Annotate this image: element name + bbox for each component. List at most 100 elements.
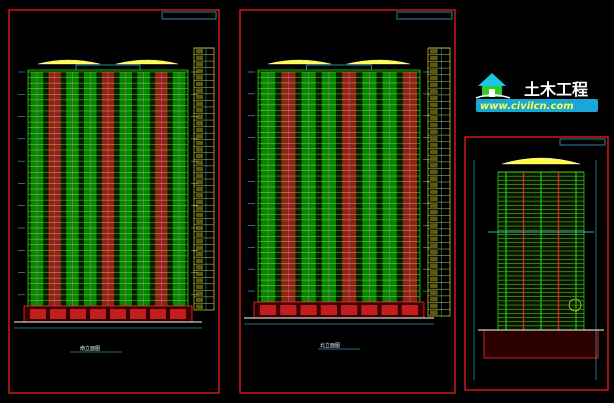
side-window: [196, 121, 203, 126]
sheet-2-caption: 北立面图: [320, 342, 340, 349]
sheet-1-caption: 南立面图: [80, 345, 100, 352]
side-window: [196, 114, 203, 120]
side-window: [430, 95, 438, 101]
side-window: [430, 122, 438, 128]
podium-opening: [341, 305, 358, 315]
podium-base: [23, 305, 193, 323]
podium-opening: [90, 309, 106, 319]
side-window: [430, 203, 438, 208]
side-window: [430, 149, 438, 155]
side-window: [430, 49, 438, 54]
podium-opening: [30, 309, 46, 319]
side-window: [196, 68, 203, 74]
side-window: [430, 142, 438, 148]
side-window: [430, 116, 438, 121]
side-window: [430, 189, 438, 195]
section-detail-marker: [568, 298, 582, 312]
side-window: [430, 283, 438, 289]
sheet-3-section-drawing: [473, 157, 604, 380]
side-window: [430, 223, 438, 228]
side-window: [196, 147, 203, 152]
side-window: [430, 263, 438, 269]
side-window: [196, 55, 203, 61]
side-window: [430, 270, 438, 275]
side-window: [430, 296, 438, 302]
sheet-3-frame: [464, 136, 609, 391]
side-window: [430, 162, 438, 168]
side-window: [196, 245, 203, 251]
house-icon: [475, 73, 511, 99]
side-window: [196, 107, 203, 113]
side-window: [430, 156, 438, 161]
side-window: [196, 134, 203, 139]
side-window: [430, 310, 438, 315]
side-window: [430, 62, 438, 68]
civilcn-logo[interactable]: 土木工程 www.civilcn.com: [475, 73, 598, 112]
side-window: [196, 238, 203, 244]
side-window: [196, 193, 203, 198]
side-window: [430, 75, 438, 81]
sheet-3-title-block: [559, 138, 606, 146]
side-window: [430, 290, 438, 295]
side-window: [196, 297, 203, 303]
podium-opening: [401, 305, 418, 315]
side-window: [196, 88, 203, 93]
side-window: [430, 183, 438, 188]
logo-url: www.civilcn.com: [480, 101, 574, 112]
side-window: [196, 101, 203, 106]
side-window: [196, 199, 203, 205]
side-window: [196, 186, 203, 192]
side-window: [196, 75, 203, 80]
podium-opening: [280, 305, 297, 315]
side-window: [430, 69, 438, 74]
sheet-1-building-elevation: [14, 59, 202, 329]
side-window: [196, 252, 203, 257]
side-window: [430, 89, 438, 94]
sheet-2-side-elevation: [427, 47, 451, 317]
roof-canopy: [115, 59, 179, 65]
sheet-1-title-block: [161, 11, 217, 20]
logo-title: 土木工程: [524, 80, 588, 99]
side-window: [196, 291, 203, 296]
podium-opening: [300, 305, 317, 315]
roof-canopy: [267, 59, 331, 65]
side-window: [430, 256, 438, 262]
side-window: [196, 81, 203, 87]
section-basement: [483, 329, 599, 359]
podium-opening: [130, 309, 146, 319]
sheet-2-building-elevation: [244, 59, 434, 325]
podium-opening: [320, 305, 337, 315]
podium-opening: [361, 305, 378, 315]
sheet-1: 南立面图: [8, 9, 220, 394]
podium-opening: [260, 305, 277, 315]
side-window: [196, 258, 203, 264]
side-window: [196, 173, 203, 178]
side-window: [196, 180, 203, 185]
side-window: [430, 229, 438, 235]
side-window: [430, 243, 438, 248]
side-window: [196, 232, 203, 237]
podium-opening: [381, 305, 398, 315]
side-window: [196, 206, 203, 211]
sheet-3: [464, 136, 609, 391]
side-window: [430, 176, 438, 181]
podium-opening: [50, 309, 66, 319]
side-window: [196, 212, 203, 218]
side-window: [196, 284, 203, 290]
side-window: [430, 216, 438, 222]
side-window: [430, 250, 438, 255]
side-window: [196, 278, 203, 283]
podium-opening: [70, 309, 86, 319]
side-window: [196, 62, 203, 67]
side-window: [430, 109, 438, 114]
side-window: [430, 303, 438, 309]
side-window: [196, 225, 203, 231]
side-window: [430, 82, 438, 88]
side-window: [430, 102, 438, 108]
podium-opening: [150, 309, 166, 319]
side-window: [196, 219, 203, 224]
side-window: [430, 169, 438, 175]
podium-opening: [170, 309, 186, 319]
side-window: [196, 304, 203, 309]
